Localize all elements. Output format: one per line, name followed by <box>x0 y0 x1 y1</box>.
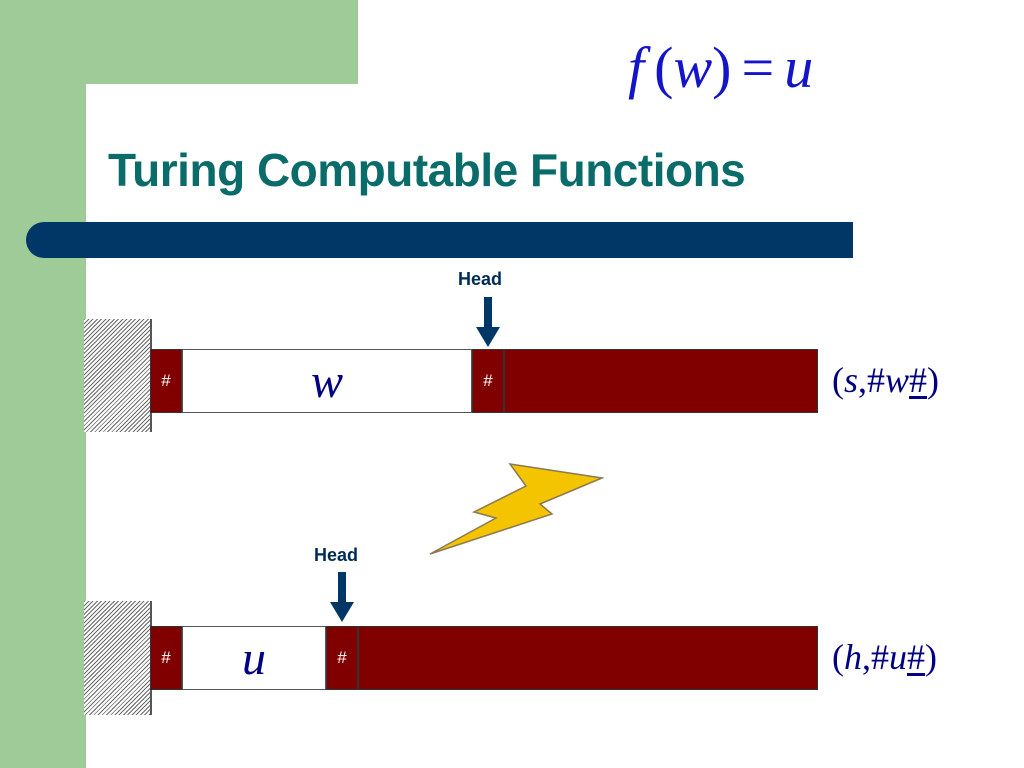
tape-left-end-hatch <box>84 319 152 432</box>
config-bottom-comma: , <box>862 637 871 677</box>
lightning-bolt-icon <box>429 462 604 555</box>
function-formula: f(w)=u <box>628 34 813 101</box>
rounded-corner <box>86 84 146 144</box>
config-bottom-head-symbol: # <box>907 637 925 677</box>
formula-f: f <box>628 35 645 100</box>
formula-rparen: ) <box>712 35 732 100</box>
head-label-top: Head <box>458 269 503 289</box>
config-bottom: (h,#u#) <box>832 636 937 678</box>
config-bottom-word: u <box>889 637 907 677</box>
config-top-hash: # <box>867 360 886 400</box>
config-bottom-open: ( <box>832 637 844 677</box>
formula-lparen: ( <box>654 35 674 100</box>
formula-w: w <box>673 35 713 100</box>
tape-top-cell-blank <box>504 349 818 413</box>
tape-top-cell-head-hash: # <box>472 349 504 413</box>
config-top: (s,#w#) <box>832 359 939 401</box>
head-arrow-top-icon <box>476 297 500 347</box>
formula-eq: = <box>741 35 775 100</box>
config-top-state: s <box>844 360 859 400</box>
tape-bottom-cell-left-hash: # <box>150 626 182 690</box>
head-arrow-bottom-icon <box>330 572 354 622</box>
config-top-open: ( <box>832 360 844 400</box>
formula-u: u <box>784 35 814 100</box>
title-underline-bar <box>26 222 853 258</box>
slide-title: Turing Computable Functions <box>108 144 746 196</box>
config-bottom-hash: # <box>871 637 889 677</box>
green-side-strip <box>0 0 86 768</box>
config-top-close: ) <box>927 360 940 400</box>
config-top-word: w <box>885 360 910 400</box>
tape-bottom-cell-head-hash: # <box>326 626 358 690</box>
tape-left-end-hatch-bottom <box>84 601 152 715</box>
green-top-block <box>86 0 358 84</box>
tape-bottom-cell-content: u <box>182 626 326 690</box>
config-top-comma: , <box>858 360 868 400</box>
config-top-head-symbol: # <box>909 360 928 400</box>
tape-top-cell-left-hash: # <box>150 349 182 413</box>
tape-top-cell-content: w <box>182 349 472 413</box>
tape-bottom-cell-blank <box>358 626 818 690</box>
config-bottom-close: ) <box>925 637 937 677</box>
head-label-bottom: Head <box>314 545 359 565</box>
config-bottom-state: h <box>844 637 862 677</box>
